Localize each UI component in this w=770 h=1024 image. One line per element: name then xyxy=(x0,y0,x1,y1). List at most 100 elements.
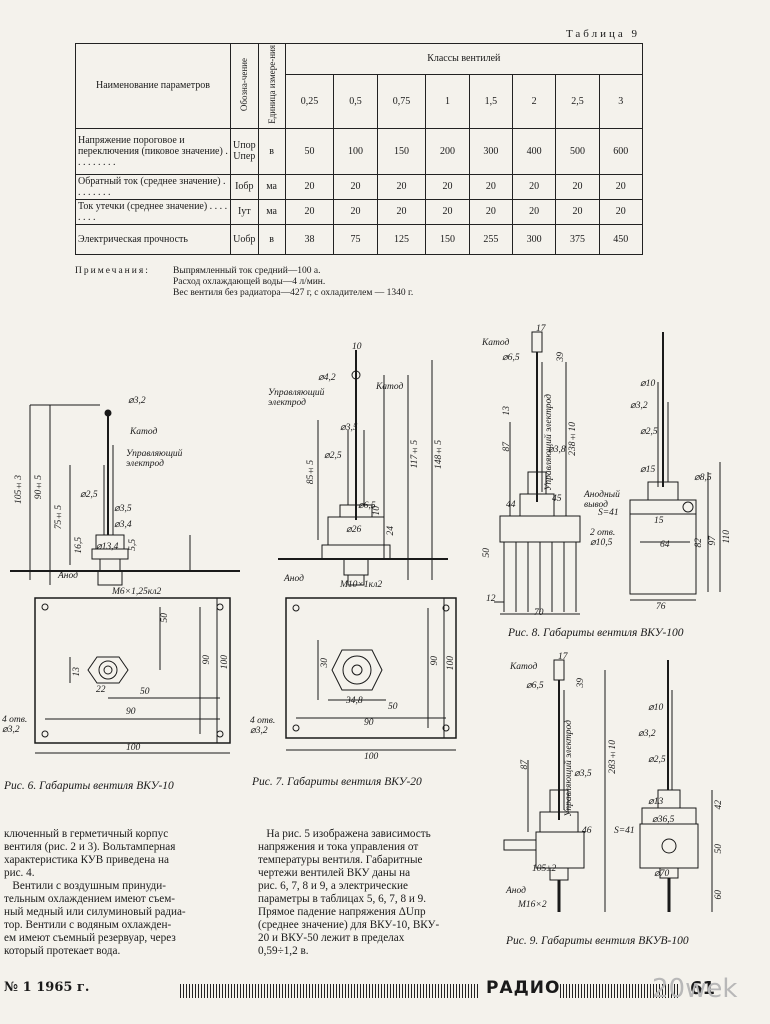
fig6-dim-w90: 90 xyxy=(126,707,136,717)
fig8-dim-h50: 50 xyxy=(482,548,492,558)
param-value-cell: 375 xyxy=(555,223,600,255)
fig8-label-upr: Управляющий электрод xyxy=(544,394,554,491)
fig6-dim-w22: 22 xyxy=(96,685,106,695)
param-value-cell: 20 xyxy=(555,198,600,225)
fig8-dim-h87: 87 xyxy=(502,442,512,452)
fig9-dim-d65: ⌀6,5 xyxy=(526,681,544,691)
param-value-cell: 300 xyxy=(511,223,557,255)
fig6-label-holes: 4 отв. ⌀3,2 xyxy=(2,715,28,735)
fig8-dim-h82: 82 xyxy=(694,538,704,548)
fig9-dim-h87: 87 xyxy=(520,760,530,770)
fig9-label-thread: М16×2 xyxy=(518,900,547,910)
fig6-dim-d35: ⌀3,5 xyxy=(114,504,132,514)
text-line: На рис. 5 изображена зависимость xyxy=(258,828,431,840)
fig7-dim-h90b: 90 xyxy=(430,656,440,666)
class-header: 1,5 xyxy=(468,73,513,129)
col-header-classes: Классы вентилей xyxy=(284,43,644,75)
parameters-table: Наименование параметров Обозна-чение Еди… xyxy=(75,43,644,255)
fig8-label-holes2: 2 отв. ⌀10,5 xyxy=(590,528,616,548)
text-line: ключенный в герметичный корпус xyxy=(4,828,169,840)
fig8-dim-h110: 110 xyxy=(722,530,732,544)
table-row: Напряжение пороговое и переключения (пик… xyxy=(75,127,644,175)
fig8-dim-w70: 70 xyxy=(534,608,544,618)
fig9-dim-h283: 283±10 xyxy=(608,740,618,774)
figure-8-labels: 17 Катод ⌀6,5 39 Управляющий электрод 87… xyxy=(480,322,732,622)
fig8-dim-h238: 238±10 xyxy=(568,422,578,456)
figure-7-drawing xyxy=(278,350,457,751)
text-column-middle: На рис. 5 изображена зависимость напряже… xyxy=(258,828,488,958)
text-line: ем имеют съемный резервуар, через xyxy=(4,932,176,944)
watermark: 20wek xyxy=(652,974,738,1004)
fig8-dim-w17: 17 xyxy=(536,324,546,334)
fig6-label-thread: М6×1,25кл2 xyxy=(112,587,162,597)
figure-7-caption: Рис. 7. Габариты вентиля ВКУ-20 xyxy=(252,776,422,788)
param-unit-cell: ма xyxy=(257,173,286,200)
param-value-cell: 300 xyxy=(468,127,513,175)
fig9-label-upr: Управляющий электрод xyxy=(564,720,574,817)
param-value-cell: 20 xyxy=(425,198,470,225)
fig8-dim-d25: ⌀2,5 xyxy=(640,427,658,437)
fig6-dim-d134: ⌀13,4 xyxy=(96,542,119,552)
param-value-cell: 38 xyxy=(284,223,335,255)
fig9-dim-d70: ⌀70 xyxy=(654,869,670,879)
text-line: 20 и ВКУ-50 лежит в пределах xyxy=(258,932,405,944)
param-value-cell: 20 xyxy=(598,173,644,200)
fig8-dim-d15: ⌀15 xyxy=(640,465,656,475)
fig6-dim-h13: 13 xyxy=(72,667,82,677)
note-line: Расход охлаждающей воды—4 л/мин. xyxy=(173,277,326,287)
fig9-label-katod: Катод xyxy=(510,662,538,672)
param-value-cell: 600 xyxy=(598,127,644,175)
param-unit-cell: ма xyxy=(257,198,286,225)
fig8-dim-h13: 13 xyxy=(502,406,512,416)
table-notes: Примечания: Выпрямленный ток средний—100… xyxy=(75,266,413,299)
text-line: температуры вентиля. Габаритные xyxy=(258,854,423,866)
param-value-cell: 20 xyxy=(468,173,513,200)
fig7-dim-d10: 10 xyxy=(352,342,362,352)
fig7-dim-h30: 30 xyxy=(320,658,330,668)
fig8-dim-w64: 64 xyxy=(660,540,670,550)
fig8-dim-d32: ⌀3,2 xyxy=(630,401,648,411)
param-value-cell: 50 xyxy=(284,127,335,175)
class-header: 0,75 xyxy=(376,73,427,129)
text-line: чертежи вентилей ВКУ даны на xyxy=(258,867,411,879)
text-line: параметры в таблицах 5, 6, 7, 8 и 9. xyxy=(258,893,427,905)
fig9-dim-d13: ⌀13 xyxy=(648,797,664,807)
param-value-cell: 20 xyxy=(333,198,378,225)
text-line: вентиля (рис. 2 и 3). Вольтамперная xyxy=(4,841,176,853)
fig7-dim-h10: 10 xyxy=(372,506,382,516)
fig8-dim-h44: 44 xyxy=(506,500,516,510)
figure-8-caption: Рис. 8. Габариты вентиля ВКУ-100 xyxy=(508,627,684,639)
fig9-dim-h39: 39 xyxy=(576,678,586,688)
magazine-title: РАДИО xyxy=(486,978,561,998)
footer-hatch-right xyxy=(560,984,680,998)
param-value-cell: 200 xyxy=(425,127,470,175)
fig9-label-anod: Анод xyxy=(506,886,526,896)
fig7-dim-d35: ⌀3,5 xyxy=(340,423,358,433)
fig7-dim-h148: 148±5 xyxy=(434,440,444,469)
param-value-cell: 20 xyxy=(425,173,470,200)
param-value-cell: 20 xyxy=(376,173,427,200)
param-value-cell: 20 xyxy=(284,173,335,200)
param-value-cell: 150 xyxy=(376,127,427,175)
page-footer: № 1 1965 г. РАДИО 61 20wek xyxy=(0,974,770,1006)
fig7-dim-d65: ⌀6,5 xyxy=(358,501,376,511)
fig8-dim-w76: 76 xyxy=(656,602,666,612)
figure-8-drawing xyxy=(494,331,721,615)
fig6-dim-h100b: 100 xyxy=(220,655,230,670)
figure-9-labels: Катод 17 ⌀6,5 39 Управляющий электрод 87… xyxy=(500,650,730,930)
fig7-dim-d25: ⌀2,5 xyxy=(324,451,342,461)
text-line: Прямое падение напряжения ΔUпр xyxy=(258,906,426,918)
figure-7-labels: 10 ⌀4,2 Катод Управляющий электрод ⌀3,5 … xyxy=(248,340,478,770)
param-value-cell: 255 xyxy=(468,223,513,255)
text-line: (среднее значение) для ВКУ-10, ВКУ- xyxy=(258,919,440,931)
text-line: тельным охлаждением имеют съем- xyxy=(4,893,176,905)
fig6-dim-h165: 16,5 xyxy=(74,537,84,554)
param-value-cell: 20 xyxy=(468,198,513,225)
fig6-dim-d34: ⌀3,4 xyxy=(114,520,132,530)
fig9-dim-w17: 17 xyxy=(558,652,568,662)
table-row: Ток утечки (среднее значение) . . . . . … xyxy=(75,198,644,225)
fig6-label-anod: Анод xyxy=(58,571,78,581)
fig7-dim-d26: ⌀26 xyxy=(346,525,362,535)
figure-9-drawing xyxy=(503,659,713,912)
